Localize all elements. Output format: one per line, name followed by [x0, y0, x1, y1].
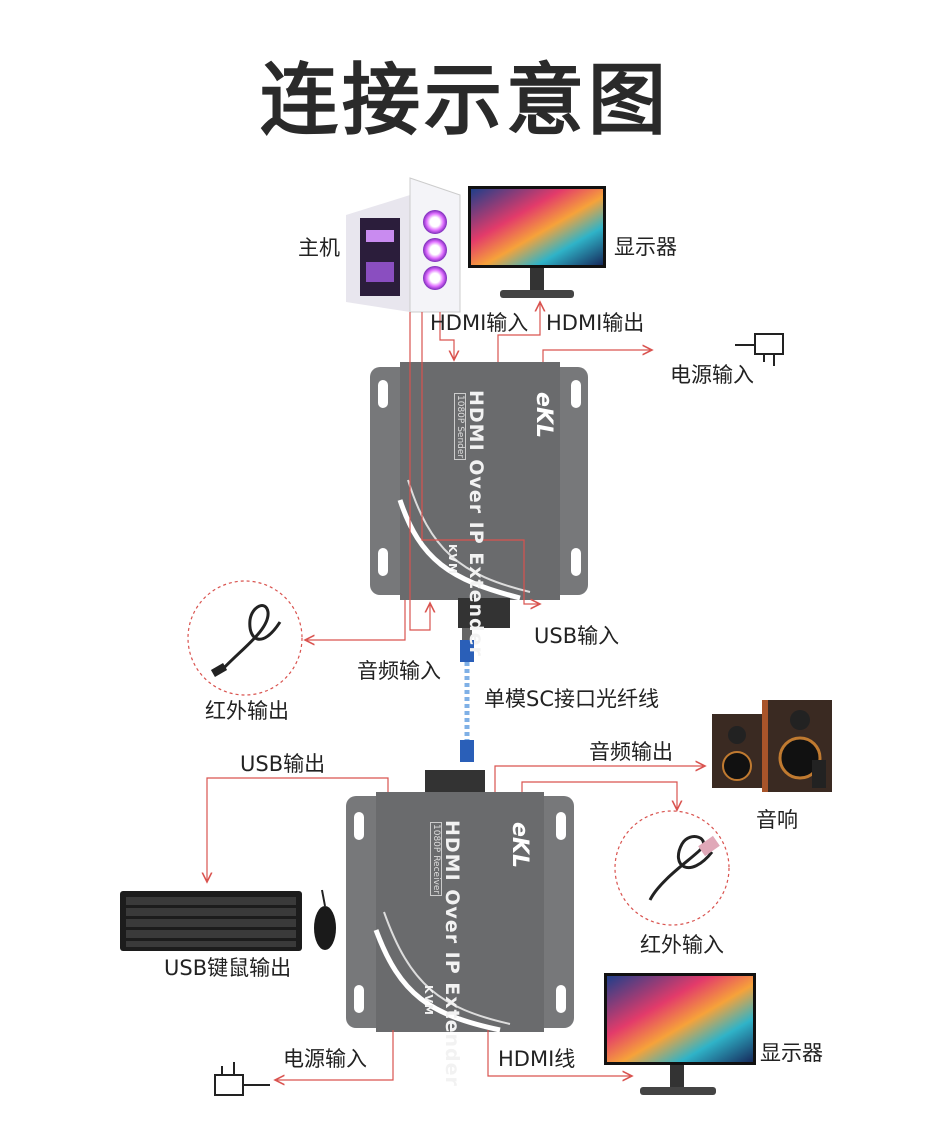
power-plug-bottom-image [214, 1062, 270, 1096]
receiver-sub-label: KVM [422, 985, 435, 1016]
label-display-top: 显示器 [614, 235, 677, 259]
pc-host-image [346, 177, 461, 313]
label-ir-out: 红外输出 [205, 699, 289, 723]
label-display-bottom: 显示器 [760, 1041, 823, 1065]
sender-model-tag: 1080P Sender [454, 393, 466, 461]
sender-sub-label: KVM [446, 544, 459, 575]
label-audio-in: 音频输入 [357, 659, 441, 683]
receiver-device-name: HDMI Over IP Extender [441, 820, 463, 1087]
label-hdmi-out: HDMI输出 [546, 311, 645, 335]
speaker-image [712, 700, 832, 792]
ir-out-cable-image [187, 580, 303, 696]
power-plug-top-image [735, 333, 784, 366]
receiver-model-tag: 1080P Receiver [430, 822, 442, 897]
label-power-in-top: 电源输入 [670, 363, 754, 387]
label-power-in-bottom: 电源输入 [283, 1047, 367, 1071]
label-fiber-cable: 单模SC接口光纤线 [484, 687, 659, 711]
display-top-image [468, 186, 606, 298]
sender-device [370, 362, 588, 648]
label-speaker: 音响 [756, 808, 798, 832]
label-usb-kbm-out: USB键鼠输出 [164, 956, 292, 980]
receiver-brand-logo: eKL [507, 822, 532, 868]
ir-in-cable-image [614, 810, 730, 926]
label-usb-in: USB输入 [534, 624, 620, 648]
label-hdmi-cable: HDMI线 [498, 1047, 576, 1071]
sender-brand-logo: eKL [531, 392, 556, 438]
keyboard-mouse-image [120, 889, 336, 951]
label-ir-in: 红外输入 [640, 933, 724, 957]
display-bottom-image [604, 973, 756, 1095]
receiver-device [346, 770, 574, 1033]
label-host: 主机 [298, 236, 340, 260]
page-title: 连接示意图 [259, 55, 670, 146]
fiber-cable-image [460, 640, 474, 762]
sender-device-name: HDMI Over IP Extender [465, 390, 487, 657]
label-usb-out: USB输出 [240, 752, 326, 776]
label-audio-out: 音频输出 [589, 740, 673, 764]
label-hdmi-in: HDMI输入 [430, 311, 529, 335]
